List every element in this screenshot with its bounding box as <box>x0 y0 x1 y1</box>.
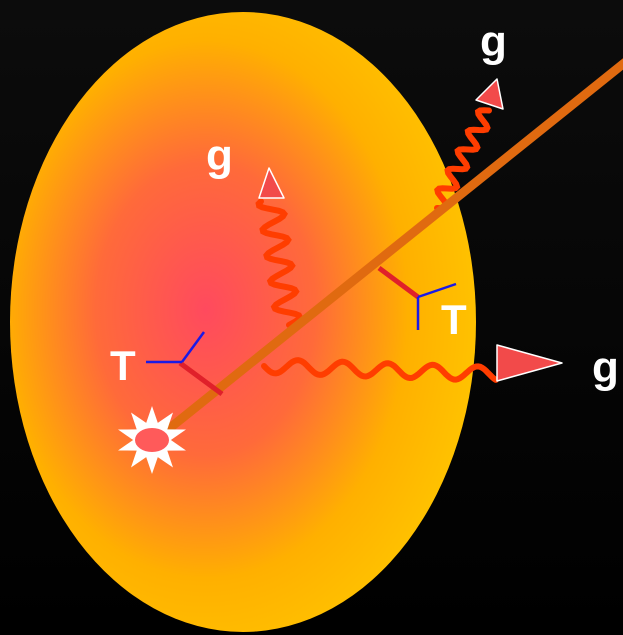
gluon-arrow-right <box>496 344 563 382</box>
gluon-wave-middle <box>255 198 304 328</box>
gluon-arrow-top-right <box>475 78 504 110</box>
label-gluon-middle: g <box>206 131 233 180</box>
production-core <box>135 428 169 452</box>
label-scattering-right: T <box>441 296 467 343</box>
gluon-arrow-middle <box>258 167 285 199</box>
label-scattering-left: T <box>110 342 136 389</box>
label-gluon-right: g <box>592 343 619 392</box>
jet-track <box>147 58 623 448</box>
scattering-center-left <box>146 331 224 397</box>
medium-blob <box>10 12 476 632</box>
label-gluon-top-right: g <box>480 17 507 66</box>
gluon-wave-right <box>261 357 499 383</box>
gluon-wave-top-right <box>434 107 492 212</box>
production-point <box>118 406 186 474</box>
scattering-center-right <box>377 265 457 330</box>
